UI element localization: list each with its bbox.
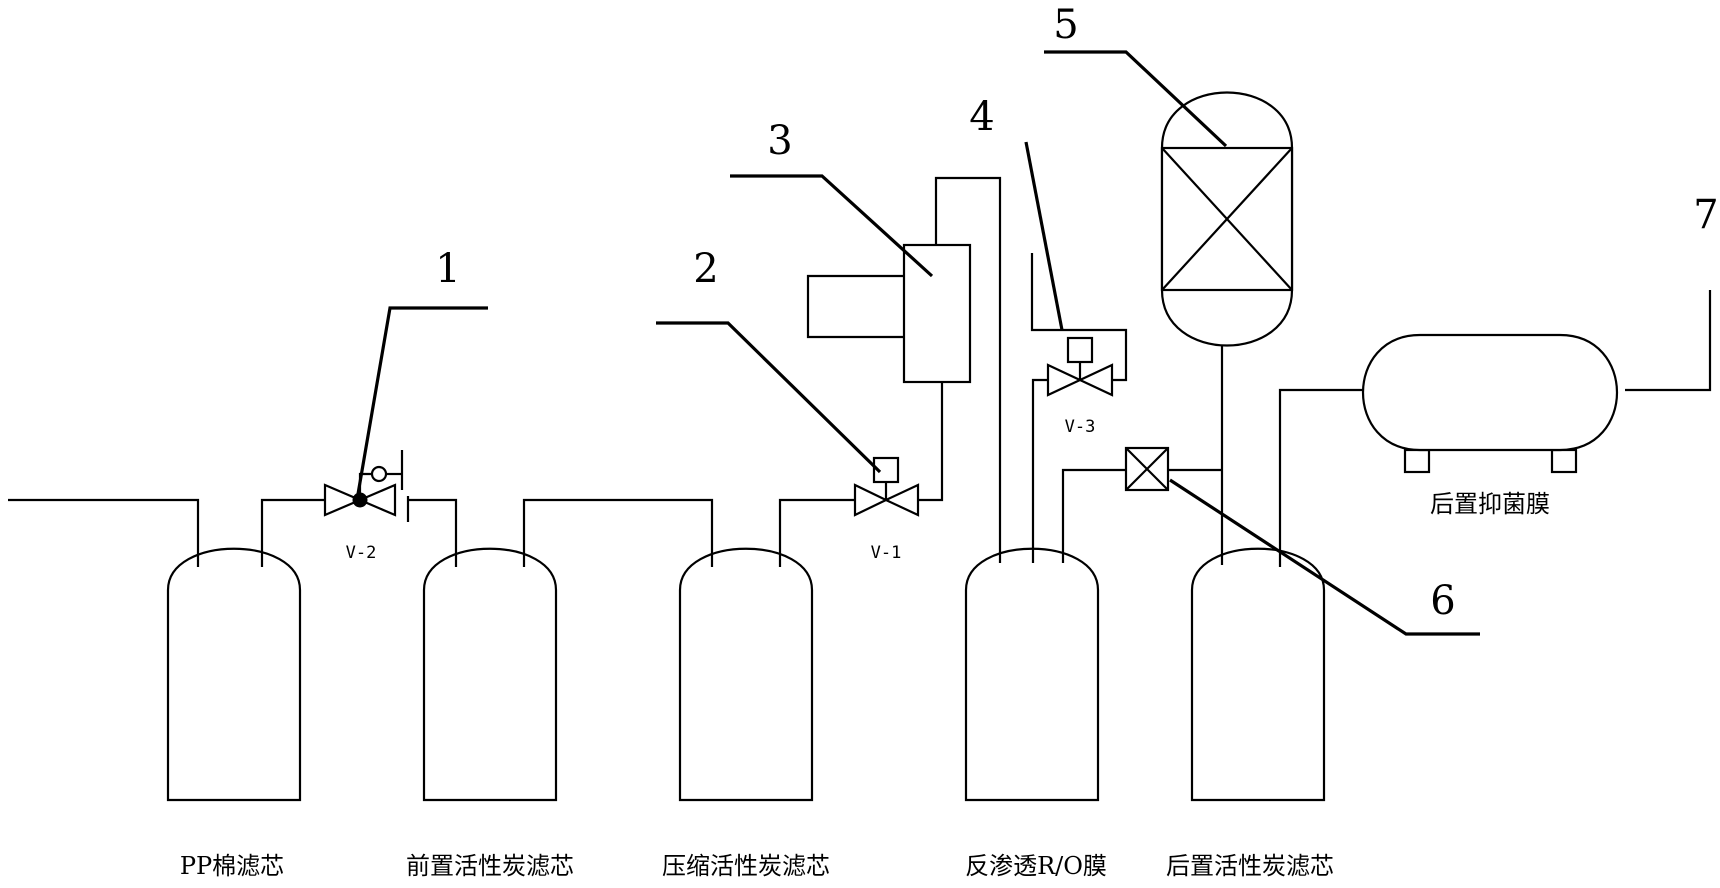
callout-7: 7 xyxy=(1693,192,1718,238)
post-carbon-label: 后置活性炭滤芯 xyxy=(1166,852,1334,880)
callout-1: 1 xyxy=(435,246,460,292)
post-antibacterial-membrane xyxy=(1362,290,1712,474)
piping xyxy=(8,176,1372,567)
callout-5: 5 xyxy=(1053,2,1078,48)
booster-pump xyxy=(806,243,972,384)
pre-activated-carbon-filter-cartridge xyxy=(422,547,558,802)
pp-filter-label: PP棉滤芯 xyxy=(180,852,284,880)
callout-2: 2 xyxy=(693,246,718,292)
valve-v1-label: V-1 xyxy=(871,543,902,563)
valve-6 xyxy=(1124,446,1170,492)
callout-4: 4 xyxy=(969,94,994,140)
valve-v3 xyxy=(1046,336,1114,397)
antibacterial-membrane-label: 后置抑菌膜 xyxy=(1430,490,1550,518)
reverse-osmosis-membrane-cartridge xyxy=(964,547,1100,802)
valve-v1 xyxy=(853,456,920,517)
compressed-carbon-label: 压缩活性炭滤芯 xyxy=(662,852,830,880)
callout-6: 6 xyxy=(1430,578,1455,624)
pp-cotton-filter-cartridge xyxy=(166,547,302,802)
post-activated-carbon-filter-cartridge xyxy=(1190,547,1326,802)
valve-v2 xyxy=(323,450,410,522)
leader-lines xyxy=(356,50,1480,636)
ro-membrane-label: 反渗透R/O膜 xyxy=(965,852,1107,880)
valve-v3-label: V-3 xyxy=(1065,417,1096,437)
compressed-activated-carbon-filter-cartridge xyxy=(678,547,814,802)
valve-v2-label: V-2 xyxy=(346,543,377,563)
pre-carbon-label: 前置活性炭滤芯 xyxy=(406,852,574,880)
pressure-tank xyxy=(1160,91,1294,347)
callout-3: 3 xyxy=(767,118,792,164)
